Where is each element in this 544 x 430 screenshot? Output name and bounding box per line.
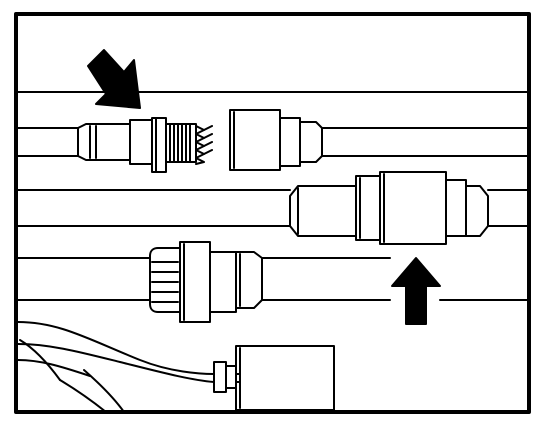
frame-border [14,12,531,414]
background-rails [17,91,528,301]
cable-upper-left [17,127,79,157]
arrow-up [391,257,441,325]
sensor-connector-plug [77,117,213,173]
cable-harness-lower-left [17,321,215,413]
sensor-connector-socket [229,109,528,171]
flexible-coupler [149,241,263,323]
inline-coupler [289,171,489,245]
junction-box [235,345,335,411]
arrow-diagonal [87,49,141,109]
